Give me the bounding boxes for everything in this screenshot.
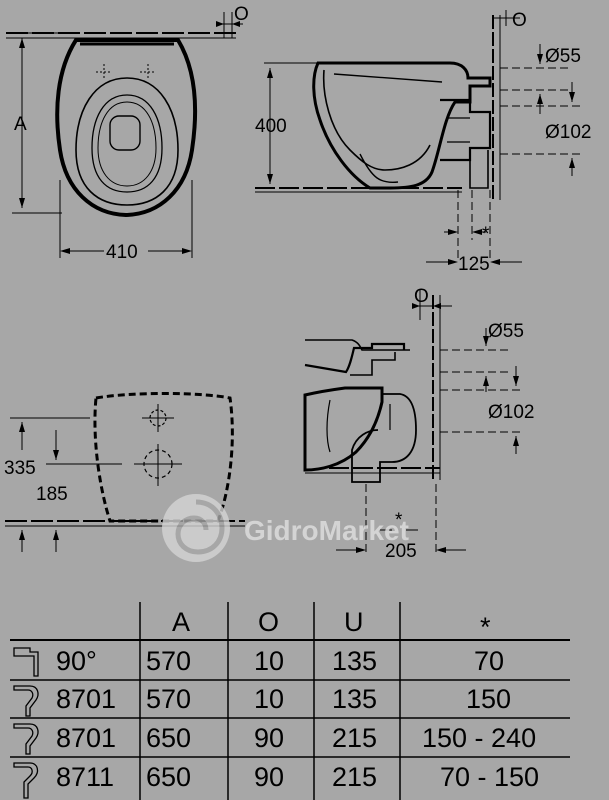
row-3-a: 650 <box>146 723 191 753</box>
row-1-type: 90° <box>56 646 97 676</box>
row-1-star: 70 <box>474 646 504 676</box>
table-header-a: A <box>172 607 190 637</box>
table-header-o: O <box>258 607 279 637</box>
p-trap-icon <box>13 762 39 799</box>
rear-dim-335: 335 <box>4 458 36 479</box>
row-2-star: 150 <box>466 684 511 714</box>
spec-table <box>10 602 570 800</box>
row-2-a: 570 <box>146 684 191 714</box>
s-trap-icon <box>13 723 39 755</box>
side-top-dim-125: 125 <box>458 254 490 275</box>
side-top-dim-height: 400 <box>255 116 287 137</box>
top-dim-o: O <box>234 4 249 25</box>
side-top-dim-o: O <box>512 10 527 31</box>
table-header-star: * <box>480 612 491 642</box>
row-1-u: 135 <box>332 646 377 676</box>
side-bottom-dim-d102: Ø102 <box>488 402 534 423</box>
side-view-top <box>255 10 580 263</box>
side-bottom-dim-205: 205 <box>385 541 417 562</box>
row-4-a: 650 <box>146 762 191 792</box>
row-4-star: 70 - 150 <box>440 762 539 792</box>
row-2-type: 8701 <box>56 684 116 714</box>
side-top-dim-star: * <box>482 224 490 245</box>
row-3-o: 90 <box>254 723 284 753</box>
side-bottom-dim-o: O <box>414 286 429 307</box>
side-top-dim-d55: Ø55 <box>545 46 581 67</box>
watermark-logo-icon <box>162 494 230 562</box>
side-bottom-dim-star: * <box>395 510 403 531</box>
row-1-a: 570 <box>146 646 191 676</box>
row-3-type: 8701 <box>56 723 116 753</box>
row-4-u: 215 <box>332 762 377 792</box>
side-top-dim-d102: Ø102 <box>545 122 591 143</box>
table-header-u: U <box>344 607 364 637</box>
row-3-star: 150 - 240 <box>422 723 536 753</box>
row-4-type: 8711 <box>56 762 114 792</box>
row-3-u: 215 <box>332 723 377 753</box>
row-2-o: 10 <box>254 684 284 714</box>
rear-dim-185: 185 <box>36 484 68 505</box>
s-trap-icon <box>13 685 39 717</box>
row-1-o: 10 <box>254 646 284 676</box>
top-dim-a: A <box>14 114 27 135</box>
top-view <box>6 12 243 258</box>
row-4-o: 90 <box>254 762 284 792</box>
row-2-u: 135 <box>332 684 377 714</box>
straight-outlet-icon <box>13 647 39 677</box>
side-bottom-dim-d55: Ø55 <box>488 321 524 342</box>
watermark-text: GidroMarket <box>244 515 409 546</box>
top-dim-width: 410 <box>106 242 138 263</box>
